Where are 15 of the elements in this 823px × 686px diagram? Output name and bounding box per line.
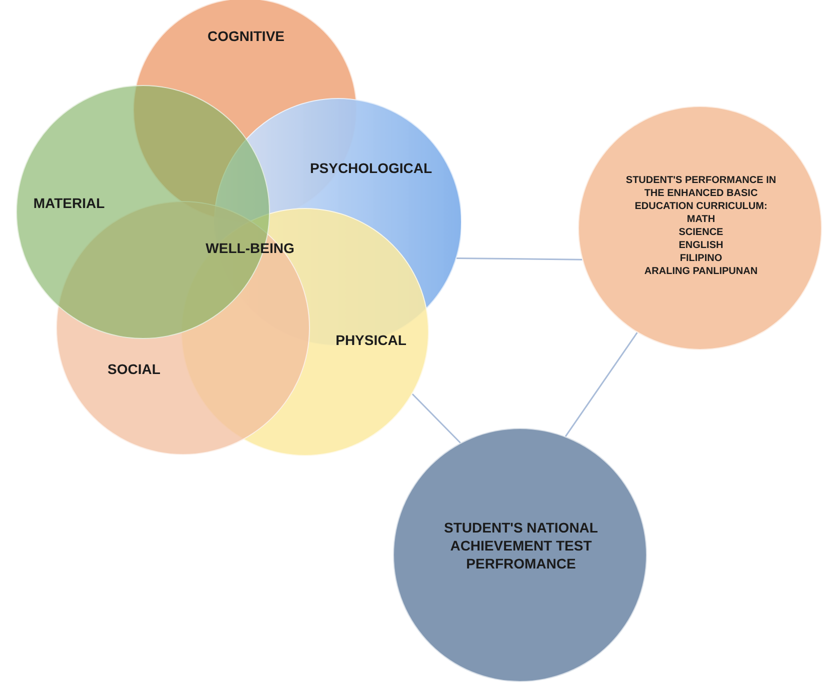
subject-item: FILIPINO (678, 252, 724, 265)
subject-item: ENGLISH (678, 239, 724, 252)
circle-label: PSYCHOLOGICAL (310, 158, 432, 178)
circle-label: SOCIAL (108, 360, 160, 378)
connector-line (456, 258, 582, 260)
circle-label: STUDENT'S NATIONAL ACHIEVEMENT TEST PERFROMANCE (443, 518, 599, 574)
connector-line (412, 393, 461, 444)
circle-label: MATERIAL (33, 194, 105, 212)
circle-label: PHYSICAL (336, 330, 406, 350)
subject-item: SCIENCE (678, 226, 724, 239)
circle-label: STUDENT'S PERFORMANCE IN THE ENHANCED BASIC EDUCATION CURRICULUM: (624, 174, 778, 213)
connector-line (564, 332, 638, 437)
subject-item: MATH (686, 213, 716, 226)
circle-label: COGNITIVE (208, 26, 284, 46)
subject-item: ARALING PANLIPUNAN (643, 265, 759, 278)
